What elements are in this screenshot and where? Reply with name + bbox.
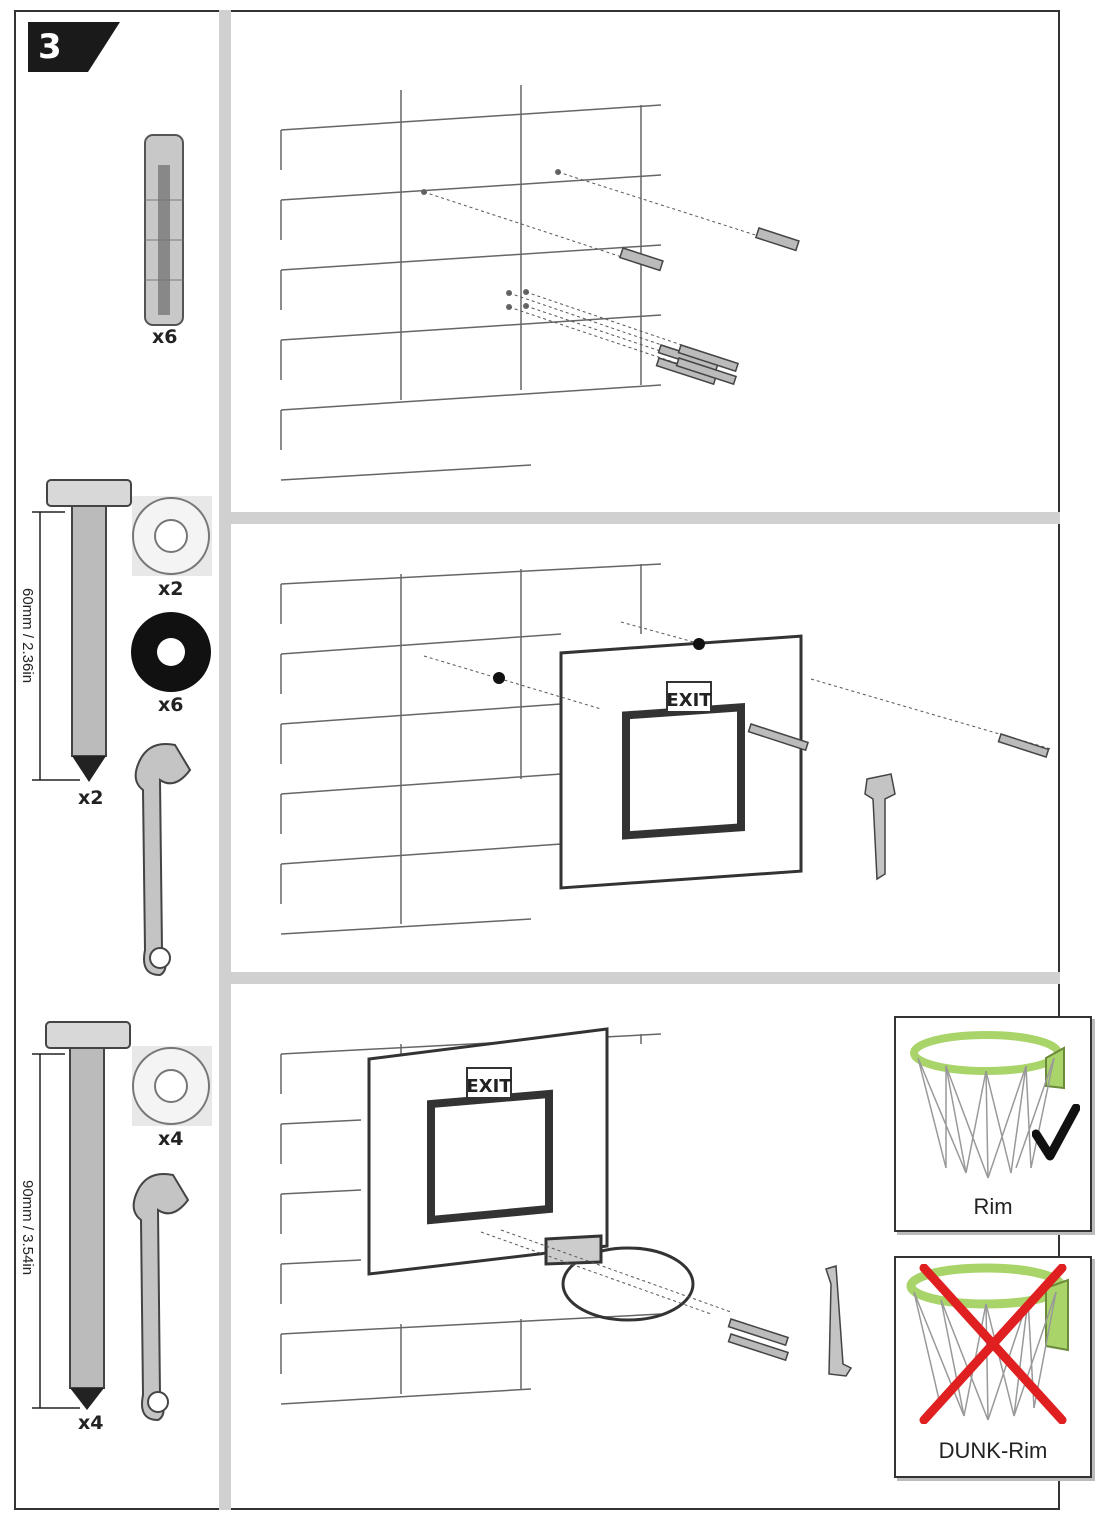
- rim-option-wrong: DUNK-Rim: [894, 1256, 1092, 1478]
- long-bolt-icon: [727, 1318, 790, 1362]
- brick-wall-icon: [280, 563, 662, 935]
- step-badge: [28, 22, 120, 72]
- wrench-icon: [864, 773, 896, 881]
- wrench-icon: [134, 743, 192, 977]
- page-frame: [14, 10, 1060, 1510]
- panel-divider-1: [231, 512, 1060, 524]
- rim-option-label: Rim: [973, 1194, 1013, 1219]
- dunk-rim-option-label: DUNK-Rim: [938, 1438, 1048, 1463]
- black-washer-icon: [131, 612, 211, 692]
- sidebar-divider: [219, 10, 231, 1510]
- step-number: 3: [38, 27, 62, 67]
- rim-option-correct: Rim: [894, 1016, 1092, 1232]
- check-icon: [1032, 1104, 1080, 1161]
- long-bolt-length: 90mm / 3.54in: [19, 1180, 36, 1276]
- rim-illustration: [910, 1031, 1065, 1179]
- brick-wall-icon: [280, 85, 662, 481]
- backboard: EXIT: [367, 1027, 609, 1276]
- wrench-icon: [132, 1173, 190, 1422]
- panel-backboard-mount: EXIT: [280, 563, 1052, 935]
- wall-plug-icon: [144, 134, 184, 326]
- short-bolt-length: 60mm / 2.36in: [19, 588, 36, 684]
- white-washer-qty-2: x4: [158, 1128, 184, 1150]
- wall-plug-icon: [618, 227, 800, 386]
- long-bolt-icon: [747, 723, 1050, 759]
- white-washer-icon: [132, 496, 212, 576]
- panel-divider-2: [231, 972, 1060, 984]
- wrench-icon: [825, 1265, 853, 1377]
- long-bolt-qty: x4: [78, 1412, 104, 1434]
- backboard: EXIT: [559, 634, 803, 890]
- white-washer-icon: [132, 1046, 212, 1126]
- short-bolt-qty: x2: [78, 787, 104, 809]
- panel-wall-plugs: [280, 85, 800, 481]
- black-washer-qty: x6: [158, 694, 184, 716]
- short-bolt-icon: [46, 479, 132, 782]
- white-washer-qty: x2: [158, 578, 184, 600]
- dunk-rim-illustration: [906, 1263, 1069, 1421]
- anchor-qty: x6: [152, 326, 178, 348]
- parts-sidebar: [32, 134, 212, 1422]
- exit-logo-2: EXIT: [466, 1076, 512, 1097]
- exit-logo: EXIT: [666, 690, 712, 711]
- cross-icon: [919, 1264, 1067, 1424]
- long-bolt-icon: [45, 1021, 131, 1410]
- panel-rim-mount: EXIT: [280, 1027, 853, 1405]
- rim-icon: [544, 1234, 695, 1322]
